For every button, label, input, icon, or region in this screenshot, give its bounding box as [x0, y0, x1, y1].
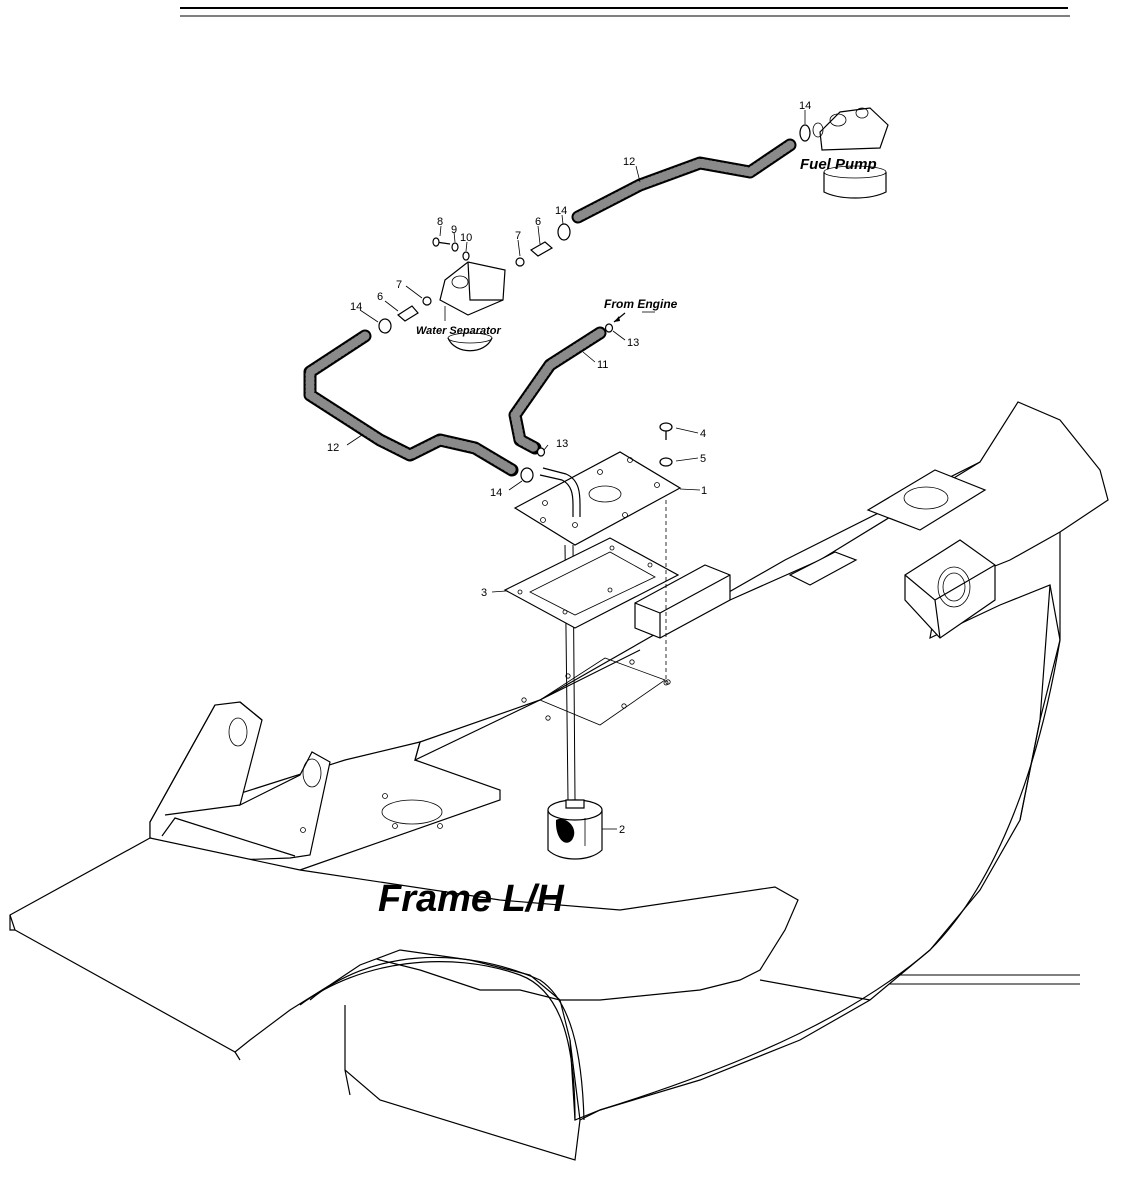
- frame-bracket: [9, 701, 799, 1121]
- fuel-pump-label: Fuel Pump: [800, 156, 877, 173]
- callout-10: 10: [460, 232, 472, 244]
- callout-1: 1: [701, 485, 707, 497]
- gasket-3: [503, 537, 680, 629]
- clamp-14-pump: [799, 124, 811, 142]
- callout-14-pump: 14: [799, 100, 811, 112]
- frame-title: Frame L/H: [378, 878, 565, 920]
- callout-9: 9: [451, 224, 457, 236]
- sender-plate-1: [513, 451, 682, 546]
- clamp-14-lower: [520, 467, 534, 483]
- fuel-pump: [812, 107, 889, 199]
- oring-13-lower: [536, 447, 546, 457]
- washer-5: [659, 457, 673, 467]
- callout-3: 3: [481, 587, 487, 599]
- from-engine-label: From Engine: [604, 297, 678, 311]
- water-separator: [439, 261, 506, 352]
- callout-13-upper: 13: [627, 337, 639, 349]
- hose-12-lower: [303, 329, 519, 477]
- clamp-14-left: [378, 318, 392, 334]
- callout-14-left: 14: [350, 301, 362, 313]
- callout-6-upper: 6: [535, 216, 541, 228]
- guide-line: [663, 500, 669, 686]
- hose-12-upper: [571, 138, 797, 224]
- callout-13-lower: 13: [556, 438, 568, 450]
- washer-9: [451, 242, 459, 252]
- callout-12-lower: 12: [327, 442, 339, 454]
- fitting-6-upper: [529, 241, 554, 257]
- bolt-8: [432, 237, 451, 247]
- callout-5: 5: [700, 453, 706, 465]
- callout-12-upper: 12: [623, 156, 635, 168]
- bolt-4: [659, 422, 673, 440]
- fitting-6-left: [396, 305, 419, 322]
- filter-2: [547, 799, 603, 860]
- washer-10: [462, 251, 470, 261]
- callout-6-left: 6: [377, 291, 383, 303]
- leaders: [346, 110, 806, 830]
- callout-11: 11: [597, 359, 608, 371]
- water-separator-label: Water Separator: [416, 325, 501, 337]
- callout-7-upper: 7: [515, 230, 521, 242]
- header-rule: [180, 7, 1070, 17]
- oring-7-upper: [515, 257, 525, 267]
- callout-4: 4: [700, 428, 706, 440]
- callout-14-upper: 14: [555, 205, 567, 217]
- clamp-14-upper: [557, 223, 571, 241]
- callout-7-left: 7: [396, 279, 402, 291]
- hose-11: [508, 326, 607, 455]
- callout-2: 2: [619, 824, 625, 836]
- oring-7-left: [422, 296, 432, 306]
- callout-14-lower: 14: [490, 487, 502, 499]
- callout-8: 8: [437, 216, 443, 228]
- oring-13-upper: [604, 312, 626, 333]
